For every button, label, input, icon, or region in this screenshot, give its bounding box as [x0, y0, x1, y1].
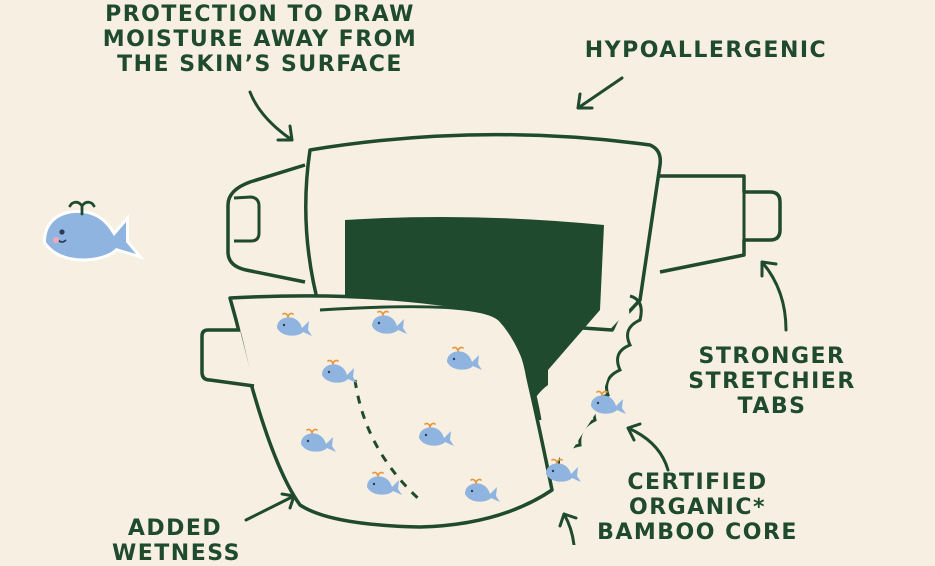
- right-back-tab: [655, 174, 782, 274]
- diaper-front-panel: [228, 294, 554, 529]
- leg-cuff: [556, 294, 643, 471]
- arrow-protection: [248, 90, 294, 142]
- arrow-hypoallergenic: [576, 76, 624, 110]
- left-back-tab: [226, 163, 306, 284]
- leg-cuff-fill: [560, 300, 630, 470]
- front-left-tab: [200, 328, 255, 388]
- wetness-label: ADDED WETNESS: [112, 516, 241, 566]
- dashed-line: [353, 379, 422, 502]
- hypoallergenic-label: HYPOALLERGENIC: [584, 38, 828, 63]
- arrow-wetness: [244, 492, 296, 522]
- core-label: CERTIFIED ORGANIC* BAMBOO CORE: [597, 470, 798, 545]
- whale-sticker-icon: [42, 200, 145, 262]
- tabs-label: STRONGER STRETCHIER TABS: [688, 344, 856, 419]
- protection-label: PROTECTION TO DRAW MOISTURE AWAY FROM TH…: [102, 2, 418, 77]
- diaper-illustration: [42, 76, 788, 545]
- arrow-tabs: [760, 260, 788, 332]
- arrow-core: [626, 422, 670, 472]
- arrow-core-2: [558, 512, 578, 545]
- left-tab-inner: [233, 195, 261, 243]
- front-edge-curve: [319, 305, 542, 421]
